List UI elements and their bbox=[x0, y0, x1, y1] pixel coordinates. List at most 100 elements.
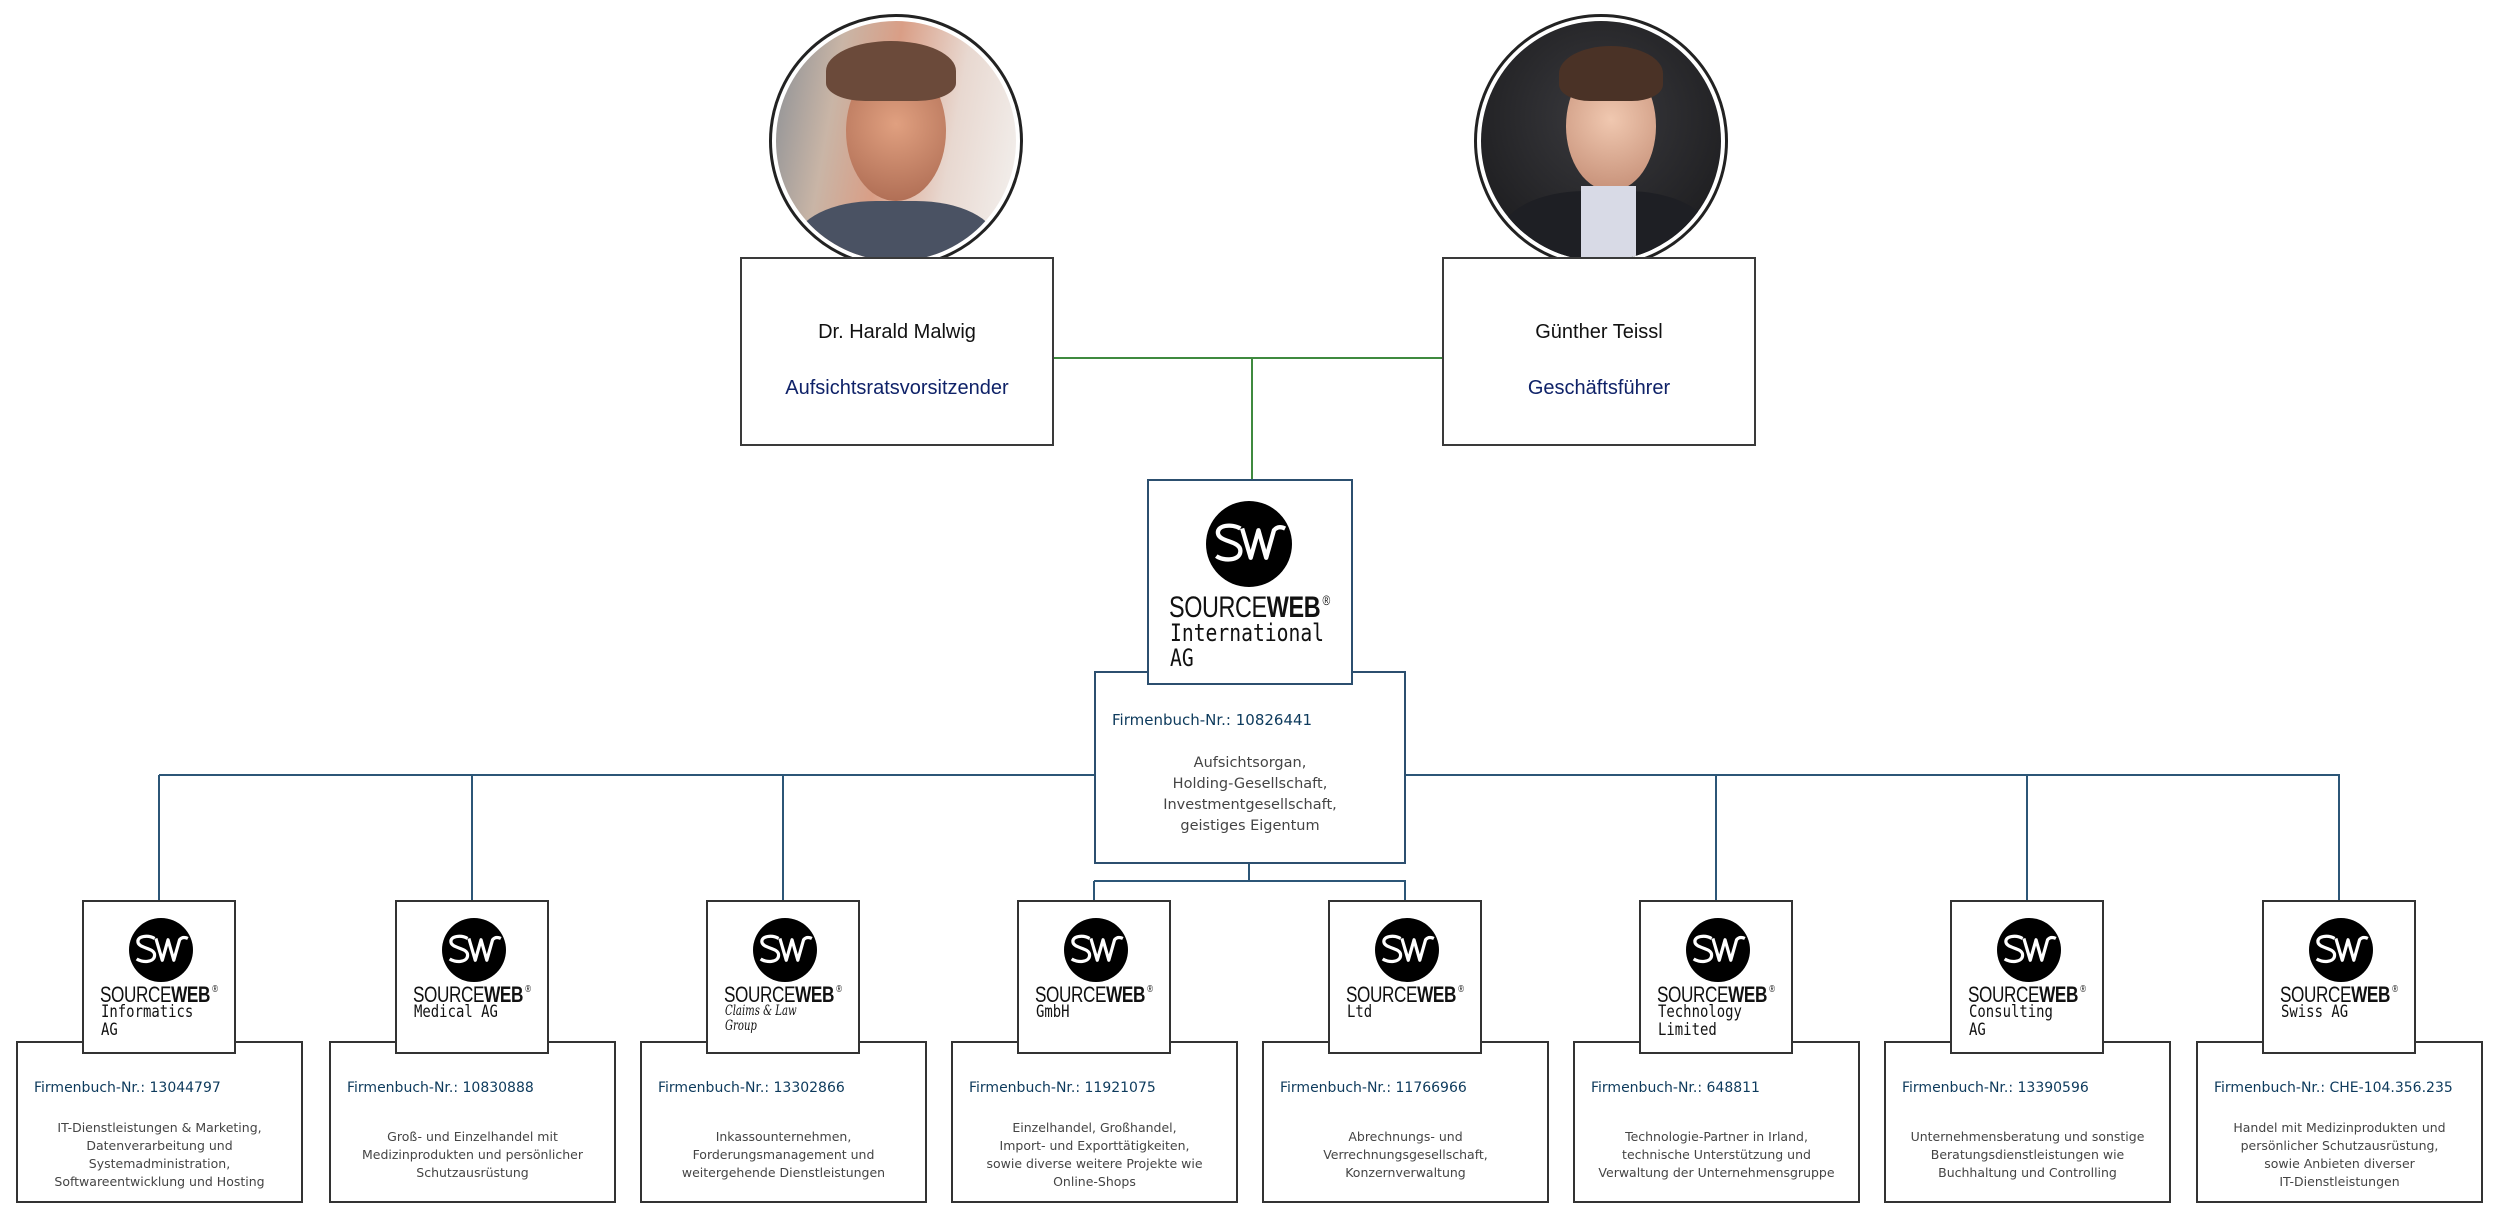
subsidiary-info-card: Firmenbuch-Nr.: 13390596 Unternehmensber… bbox=[1884, 1041, 2171, 1203]
company-subtitle: Swiss AG bbox=[2281, 1002, 2349, 1022]
description-line: Groß- und Einzelhandel mit bbox=[387, 1129, 558, 1144]
register-number: Firmenbuch-Nr.: 13302866 bbox=[658, 1080, 845, 1096]
description-line: Beratungsdienstleistungen wie bbox=[1930, 1147, 2125, 1162]
description-line: Holding-Gesellschaft, bbox=[1172, 776, 1328, 792]
brand-prefix: SOURCE bbox=[1657, 982, 1729, 1007]
description-line: Konzernverwaltung bbox=[1345, 1165, 1466, 1180]
subsidiary-logo-card: SOURCEWEB® Informatics AG bbox=[82, 900, 236, 1054]
connector-line bbox=[1248, 864, 1250, 881]
register-number: Firmenbuch-Nr.: 13044797 bbox=[34, 1080, 221, 1096]
sw-logo-icon bbox=[1064, 918, 1128, 982]
sw-logo-icon bbox=[753, 918, 817, 982]
subsidiary-logo-card: SOURCEWEB® Medical AG bbox=[395, 900, 549, 1054]
brand-wordmark: SOURCEWEB® bbox=[1035, 982, 1153, 1008]
company-description: IT-Dienstleistungen & Marketing,Datenver… bbox=[18, 1119, 301, 1191]
company-subtitle: GmbH bbox=[1036, 1002, 1070, 1022]
connector-line bbox=[2026, 775, 2028, 901]
company-description: Inkassounternehmen,Forderungsmanagement … bbox=[642, 1128, 925, 1182]
connector-line bbox=[782, 775, 784, 901]
description-line: Systemadministration, bbox=[88, 1156, 231, 1171]
description-line: sowie diverse weitere Projekte wie bbox=[986, 1156, 1203, 1171]
brand-wordmark: SOURCEWEB® bbox=[1169, 591, 1330, 625]
description-line: Einzelhandel, Großhandel, bbox=[1012, 1120, 1177, 1135]
company-subtitle: Medical AG bbox=[414, 1002, 498, 1022]
register-number: Firmenbuch-Nr.: 648811 bbox=[1591, 1080, 1760, 1096]
brand-reg: ® bbox=[212, 984, 218, 995]
brand-prefix: SOURCE bbox=[100, 982, 172, 1007]
person-name: Dr. Harald Malwig bbox=[818, 321, 976, 343]
brand-prefix: SOURCE bbox=[724, 982, 796, 1007]
description-line: Online-Shops bbox=[1053, 1174, 1136, 1189]
connector-line bbox=[471, 775, 473, 901]
brand-wordmark: SOURCEWEB® bbox=[724, 982, 842, 1008]
brand-wordmark: SOURCEWEB® bbox=[2280, 982, 2398, 1008]
company-subtitle: Technology Limited bbox=[1658, 1002, 1742, 1040]
brand-reg: ® bbox=[2080, 984, 2086, 995]
brand-wordmark: SOURCEWEB® bbox=[100, 982, 218, 1008]
brand-prefix: SOURCE bbox=[413, 982, 485, 1007]
brand-reg: ® bbox=[836, 984, 842, 995]
person-name: Günther Teissl bbox=[1535, 321, 1663, 343]
subsidiary-info-card: Firmenbuch-Nr.: 11921075 Einzelhandel, G… bbox=[951, 1041, 1238, 1203]
person-card: Dr. Harald Malwig Aufsichtsratsvorsitzen… bbox=[740, 257, 1054, 446]
brand-reg: ® bbox=[525, 984, 531, 995]
connector-line bbox=[158, 775, 160, 901]
brand-reg: ® bbox=[1769, 984, 1775, 995]
description-line: Verwaltung der Unternehmensgruppe bbox=[1598, 1165, 1835, 1180]
parent-info-card: Firmenbuch-Nr.: 10826441 Aufsichtsorgan,… bbox=[1094, 671, 1406, 864]
subsidiary-info-card: Firmenbuch-Nr.: 10830888 Groß- und Einze… bbox=[329, 1041, 616, 1203]
brand-reg: ® bbox=[1322, 593, 1331, 608]
connector-line bbox=[1715, 775, 1717, 901]
description-line: Import- und Exporttätigkeiten, bbox=[999, 1138, 1190, 1153]
subsidiary-logo-card: SOURCEWEB® GmbH bbox=[1017, 900, 1171, 1054]
brand-prefix: SOURCE bbox=[2280, 982, 2352, 1007]
register-number: Firmenbuch-Nr.: CHE-104.356.235 bbox=[2214, 1080, 2453, 1096]
brand-prefix: SOURCE bbox=[1169, 591, 1267, 624]
description-line: persönlicher Schutzausrüstung, bbox=[2240, 1138, 2439, 1153]
subsidiary-info-card: Firmenbuch-Nr.: 13044797 IT-Dienstleistu… bbox=[16, 1041, 303, 1203]
description-line: Medizinprodukten und persönlicher bbox=[361, 1147, 584, 1162]
description-line: weitergehende Dienstleistungen bbox=[681, 1165, 886, 1180]
company-subtitle: Ltd bbox=[1347, 1002, 1373, 1022]
description-line: Softwareentwicklung und Hosting bbox=[54, 1174, 265, 1189]
subsidiary-logo-card: SOURCEWEB® Consulting AG bbox=[1950, 900, 2104, 1054]
connector-line bbox=[1054, 357, 1442, 359]
subsidiary-info-card: Firmenbuch-Nr.: CHE-104.356.235 Handel m… bbox=[2196, 1041, 2483, 1203]
brand-reg: ® bbox=[2392, 984, 2398, 995]
sw-logo-icon bbox=[442, 918, 506, 982]
brand-bold: WEB bbox=[2039, 982, 2078, 1007]
person-card: Günther Teissl Geschäftsführer bbox=[1442, 257, 1756, 446]
person-role: Aufsichtsratsvorsitzender bbox=[785, 377, 1009, 399]
register-number: Firmenbuch-Nr.: 10830888 bbox=[347, 1080, 534, 1096]
description-line: Buchhaltung und Controlling bbox=[1938, 1165, 2117, 1180]
description-line: Abrechnungs- und bbox=[1348, 1129, 1463, 1144]
connector-line bbox=[1093, 881, 1095, 901]
description-line: Schutzausrüstung bbox=[416, 1165, 529, 1180]
register-number: Firmenbuch-Nr.: 10826441 bbox=[1112, 711, 1313, 729]
brand-reg: ® bbox=[1458, 984, 1464, 995]
connector-line bbox=[1094, 880, 1406, 882]
person-photo-guenther-teissl bbox=[1474, 14, 1728, 268]
description-line: Datenverarbeitung und bbox=[86, 1138, 233, 1153]
company-description: Technologie-Partner in Irland,technische… bbox=[1575, 1128, 1858, 1182]
description-line: Forderungsmanagement und bbox=[692, 1147, 875, 1162]
person-photo-harald-malwig bbox=[769, 14, 1023, 268]
brand-bold: WEB bbox=[1106, 982, 1145, 1007]
brand-wordmark: SOURCEWEB® bbox=[413, 982, 531, 1008]
brand-bold: WEB bbox=[1728, 982, 1767, 1007]
sw-logo-icon bbox=[1997, 918, 2061, 982]
company-subtitle: International AG bbox=[1170, 619, 1325, 673]
brand-bold: WEB bbox=[171, 982, 210, 1007]
description-line: Aufsichtsorgan, bbox=[1193, 755, 1307, 771]
register-number: Firmenbuch-Nr.: 11921075 bbox=[969, 1080, 1156, 1096]
company-description: Aufsichtsorgan,Holding-Gesellschaft,Inve… bbox=[1096, 753, 1404, 837]
sw-logo-icon bbox=[2309, 918, 2373, 982]
subsidiary-info-card: Firmenbuch-Nr.: 11766966 Abrechnungs- un… bbox=[1262, 1041, 1549, 1203]
company-subtitle: Claims & Law Group bbox=[725, 1003, 797, 1034]
brand-bold: WEB bbox=[2351, 982, 2390, 1007]
brand-prefix: SOURCE bbox=[1346, 982, 1418, 1007]
description-line: geistiges Eigentum bbox=[1180, 818, 1320, 834]
brand-bold: WEB bbox=[1417, 982, 1456, 1007]
